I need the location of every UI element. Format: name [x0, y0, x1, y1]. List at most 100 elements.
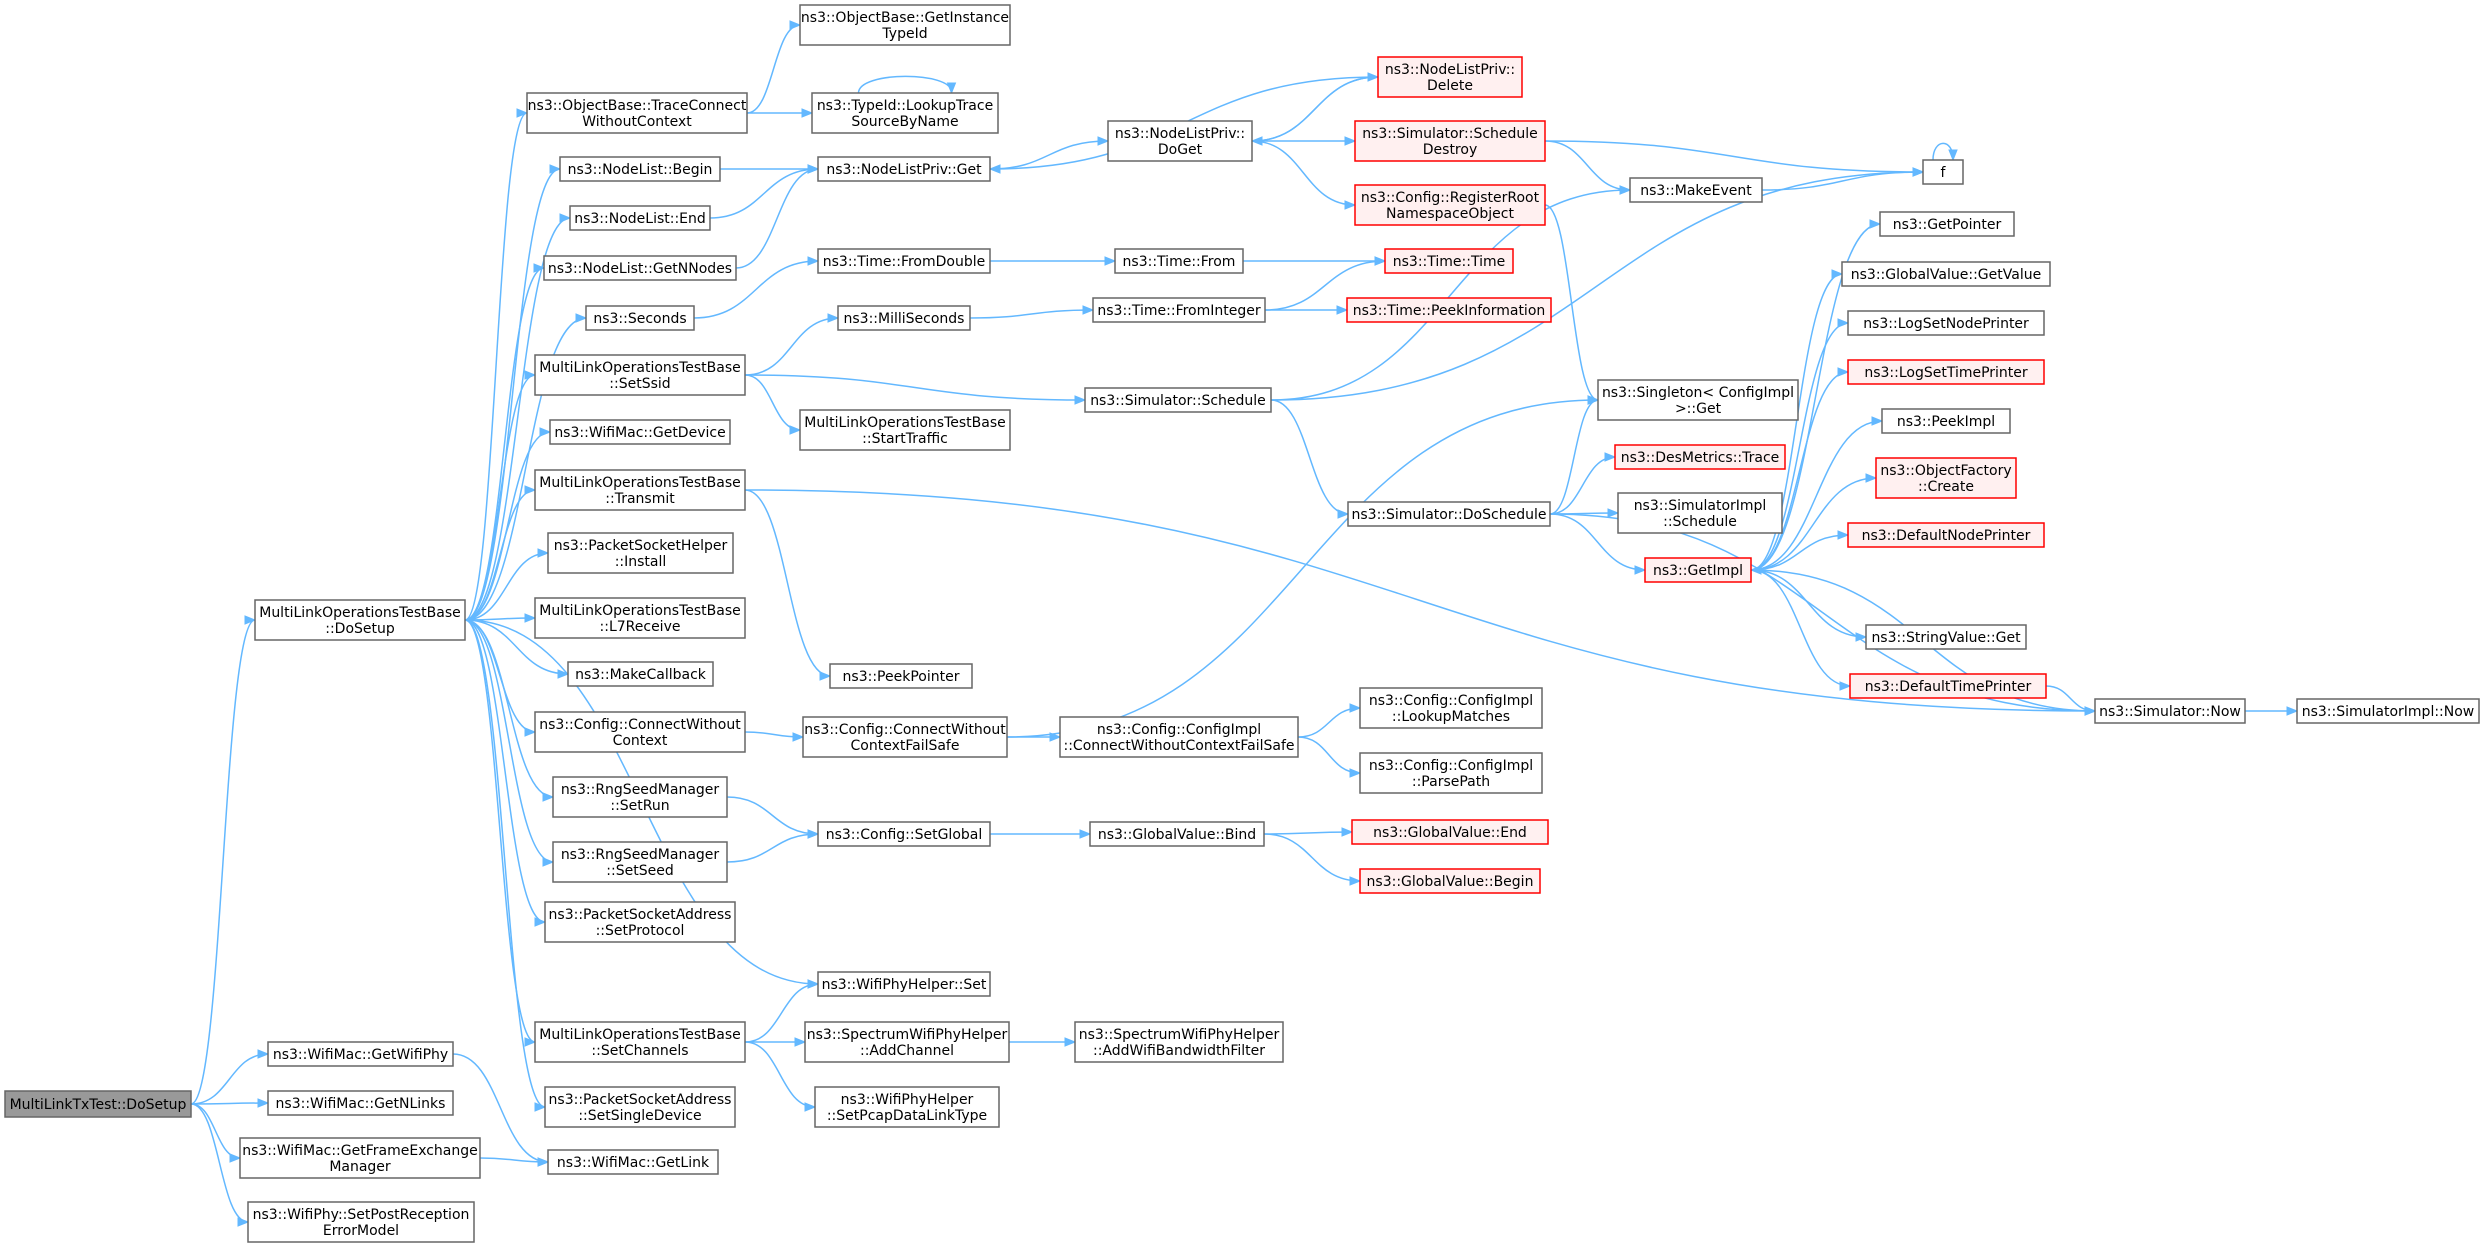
node-rsm-setseed[interactable]: ns3::RngSeedManager::SetSeed [552, 841, 728, 883]
node-label: ::SetSsid [609, 376, 670, 392]
node-makeevent[interactable]: ns3::MakeEvent [1629, 177, 1763, 203]
node-cfg-connectwc[interactable]: ns3::Config::ConnectWithoutContext [534, 711, 746, 753]
node-simimpl-now[interactable]: ns3::SimulatorImpl::Now [2296, 698, 2480, 724]
node-time-peekinfo[interactable]: ns3::Time::PeekInformation [1346, 297, 1552, 323]
node-cfgimpl-cwcfs[interactable]: ns3::Config::ConfigImpl::ConnectWithoutC… [1059, 716, 1299, 758]
node-psa-setsingle[interactable]: ns3::PacketSocketAddress::SetSingleDevic… [544, 1086, 736, 1128]
node-label: ns3::MakeCallback [575, 667, 707, 683]
node-box [547, 532, 734, 574]
node-label: ns3::PacketSocketAddress [549, 907, 732, 923]
node-gv-begin[interactable]: ns3::GlobalValue::Begin [1359, 868, 1541, 894]
edge-wm_getwifiphy-to-wm_getlink [452, 1053, 549, 1163]
node-root[interactable]: MultiLinkTxTest::DoSetup [4, 1090, 192, 1118]
node-swph-addchannel[interactable]: ns3::SpectrumWifiPhyHelper::AddChannel [804, 1021, 1010, 1063]
node-nl-getnnodes[interactable]: ns3::NodeList::GetNNodes [543, 255, 737, 281]
node-mlotb-starttraffic[interactable]: MultiLinkOperationsTestBase::StartTraffi… [799, 409, 1011, 451]
node-getpointer[interactable]: ns3::GetPointer [1879, 211, 2015, 237]
node-box [817, 248, 991, 274]
node-wm-getwifiphy[interactable]: ns3::WifiMac::GetWifiPhy [267, 1041, 454, 1067]
node-f[interactable]: f [1922, 159, 1964, 185]
node-label: ::L7Receive [600, 619, 681, 635]
edge-mlotb_setchannels-to-swph_addchannel-arrowhead [794, 1037, 807, 1047]
node-wm-getlink[interactable]: ns3::WifiMac::GetLink [547, 1149, 719, 1175]
node-time-frominteger[interactable]: ns3::Time::FromInteger [1092, 297, 1266, 323]
node-cfgimpl-parse[interactable]: ns3::Config::ConfigImpl::ParsePath [1359, 752, 1543, 794]
node-cfgimpl-lookup[interactable]: ns3::Config::ConfigImpl::LookupMatches [1359, 687, 1543, 729]
node-sim-doschedule[interactable]: ns3::Simulator::DoSchedule [1347, 501, 1551, 527]
node-sim-schedule[interactable]: ns3::Simulator::Schedule [1084, 387, 1272, 413]
node-wph-set[interactable]: ns3::WifiPhyHelper::Set [817, 971, 991, 997]
node-gv-bind[interactable]: ns3::GlobalValue::Bind [1089, 821, 1265, 847]
edge-mlotb_setchannels-to-wph_set-arrowhead [807, 979, 820, 989]
node-mlotb-dosetup[interactable]: MultiLinkOperationsTestBase::DoSetup [254, 599, 466, 641]
edge-milliseconds-to-time_frominteger [969, 309, 1094, 319]
node-label: MultiLinkOperationsTestBase [539, 360, 741, 376]
node-label: ::Create [1918, 479, 1974, 495]
node-nlp-doget[interactable]: ns3::NodeListPriv::DoGet [1107, 120, 1253, 162]
node-box [534, 1021, 746, 1063]
node-time-from[interactable]: ns3::Time::From [1114, 248, 1244, 274]
node-desmetrics[interactable]: ns3::DesMetrics::Trace [1614, 444, 1786, 470]
node-nlp-get[interactable]: ns3::NodeListPriv::Get [817, 156, 991, 182]
node-mlotb-setssid[interactable]: MultiLinkOperationsTestBase::SetSsid [534, 354, 746, 396]
node-nl-end[interactable]: ns3::NodeList::End [569, 205, 711, 231]
edge-cfgimpl_cwcfs-to-cfgimpl_lookup [1297, 707, 1361, 738]
node-rsm-setrun[interactable]: ns3::RngSeedManager::SetRun [552, 776, 728, 818]
node-psh-install[interactable]: ns3::PacketSocketHelper::Install [547, 532, 734, 574]
edge-cfg_connectwc-to-cfg_connectwcfs-arrowhead [792, 732, 805, 742]
node-mlotb-l7receive[interactable]: MultiLinkOperationsTestBase::L7Receive [534, 597, 746, 639]
node-label: ::Install [615, 554, 667, 570]
node-ob-traceconnect[interactable]: ns3::ObjectBase::TraceConnectWithoutCont… [526, 92, 748, 134]
node-cfg-setglobal[interactable]: ns3::Config::SetGlobal [817, 821, 991, 847]
node-nlp-delete[interactable]: ns3::NodeListPriv::Delete [1377, 56, 1523, 98]
node-cfg-connectwcfs[interactable]: ns3::Config::ConnectWithoutContextFailSa… [802, 716, 1008, 758]
node-milliseconds[interactable]: ns3::MilliSeconds [837, 305, 971, 331]
node-defaulttime[interactable]: ns3::DefaultTimePrinter [1849, 673, 2047, 699]
node-seconds[interactable]: ns3::Seconds [585, 305, 695, 331]
node-time-time[interactable]: ns3::Time::Time [1384, 248, 1514, 274]
node-box [804, 1021, 1010, 1063]
node-simimpl-schedule[interactable]: ns3::SimulatorImpl::Schedule [1617, 492, 1783, 534]
edge-time_frominteger-to-time_time-arrowhead [1374, 256, 1387, 266]
node-singleton-get[interactable]: ns3::Singleton< ConfigImpl >::Get [1597, 379, 1799, 421]
node-swph-addbw[interactable]: ns3::SpectrumWifiPhyHelper::AddWifiBandw… [1074, 1021, 1284, 1063]
edge-getimpl-to-defaulttime-arrowhead [1839, 681, 1852, 691]
node-label: ::SetSingleDevice [578, 1108, 701, 1124]
node-objfactory-create[interactable]: ns3::ObjectFactory::Create [1875, 457, 2017, 499]
node-getimpl[interactable]: ns3::GetImpl [1644, 557, 1752, 583]
node-time-fromdouble[interactable]: ns3::Time::FromDouble [817, 248, 991, 274]
edge-mlotb_transmit-to-sim_now [744, 489, 2096, 712]
node-peekpointer[interactable]: ns3::PeekPointer [829, 663, 973, 689]
node-psa-setprotocol[interactable]: ns3::PacketSocketAddress::SetProtocol [544, 901, 736, 943]
node-logsetnode[interactable]: ns3::LogSetNodePrinter [1847, 310, 2045, 336]
node-gv-end[interactable]: ns3::GlobalValue::End [1351, 819, 1549, 845]
node-wm-getnlinks[interactable]: ns3::WifiMac::GetNLinks [267, 1090, 454, 1116]
node-mlotb-setchannels[interactable]: MultiLinkOperationsTestBase::SetChannels [534, 1021, 746, 1063]
node-stringvalue-get[interactable]: ns3::StringValue::Get [1865, 624, 2027, 650]
edge-sim_now-to-getimpl-arrowhead [1749, 565, 1762, 575]
node-mlotb-transmit[interactable]: MultiLinkOperationsTestBase::Transmit [534, 469, 746, 511]
node-defaultnode[interactable]: ns3::DefaultNodePrinter [1847, 522, 2045, 548]
node-wph-setpcap[interactable]: ns3::WifiPhyHelper::SetPcapDataLinkType [814, 1086, 1000, 1128]
edge-mlotb_dosetup-to-mlotb_setssid [464, 374, 536, 621]
node-makecallback[interactable]: ns3::MakeCallback [567, 661, 714, 687]
node-gv-getvalue[interactable]: ns3::GlobalValue::GetValue [1841, 261, 2051, 287]
edge-time_frominteger-to-time_peekinfo-arrowhead [1336, 305, 1349, 315]
node-box [1849, 673, 2047, 699]
edge-mlotb_setchannels-to-wph_set [744, 983, 819, 1043]
node-logsettime[interactable]: ns3::LogSetTimePrinter [1847, 359, 2045, 385]
node-label: ns3::ObjectBase::TraceConnect [528, 98, 747, 114]
node-wm-getdevice[interactable]: ns3::WifiMac::GetDevice [549, 419, 731, 445]
edge-root-to-mlotb_dosetup [190, 619, 256, 1105]
node-box [4, 1090, 192, 1118]
edge-root-to-wm_getwifiphy-arrowhead [257, 1049, 270, 1059]
node-nl-begin[interactable]: ns3::NodeList::Begin [559, 156, 721, 182]
node-sim-now[interactable]: ns3::Simulator::Now [2094, 698, 2246, 724]
node-peekimpl[interactable]: ns3::PeekImpl [1881, 408, 2011, 434]
